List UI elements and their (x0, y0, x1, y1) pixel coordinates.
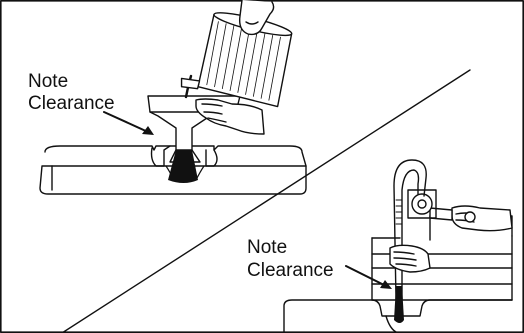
clearance-label-top: Clearance (28, 93, 115, 114)
oil-pan-top (39, 145, 307, 195)
pump-hose (393, 159, 427, 301)
oil-can (180, 12, 293, 108)
oil-pan-bottom (283, 299, 513, 333)
hand-on-can (238, 0, 275, 36)
hand-on-hose (389, 244, 431, 273)
oil-flow-top (168, 150, 198, 183)
clearance-arrow-top (103, 111, 154, 135)
note-label-top: Note (28, 71, 69, 92)
diagonal-divider (61, 69, 471, 333)
hand-on-funnel (195, 98, 265, 135)
pump-body (407, 189, 437, 219)
clearance-label-bottom: Clearance (247, 260, 334, 281)
oil-flow-bottom (394, 286, 404, 323)
clearance-arrow-bottom (345, 265, 392, 289)
note-label-bottom: Note (247, 237, 288, 258)
hand-on-pump (429, 205, 513, 232)
